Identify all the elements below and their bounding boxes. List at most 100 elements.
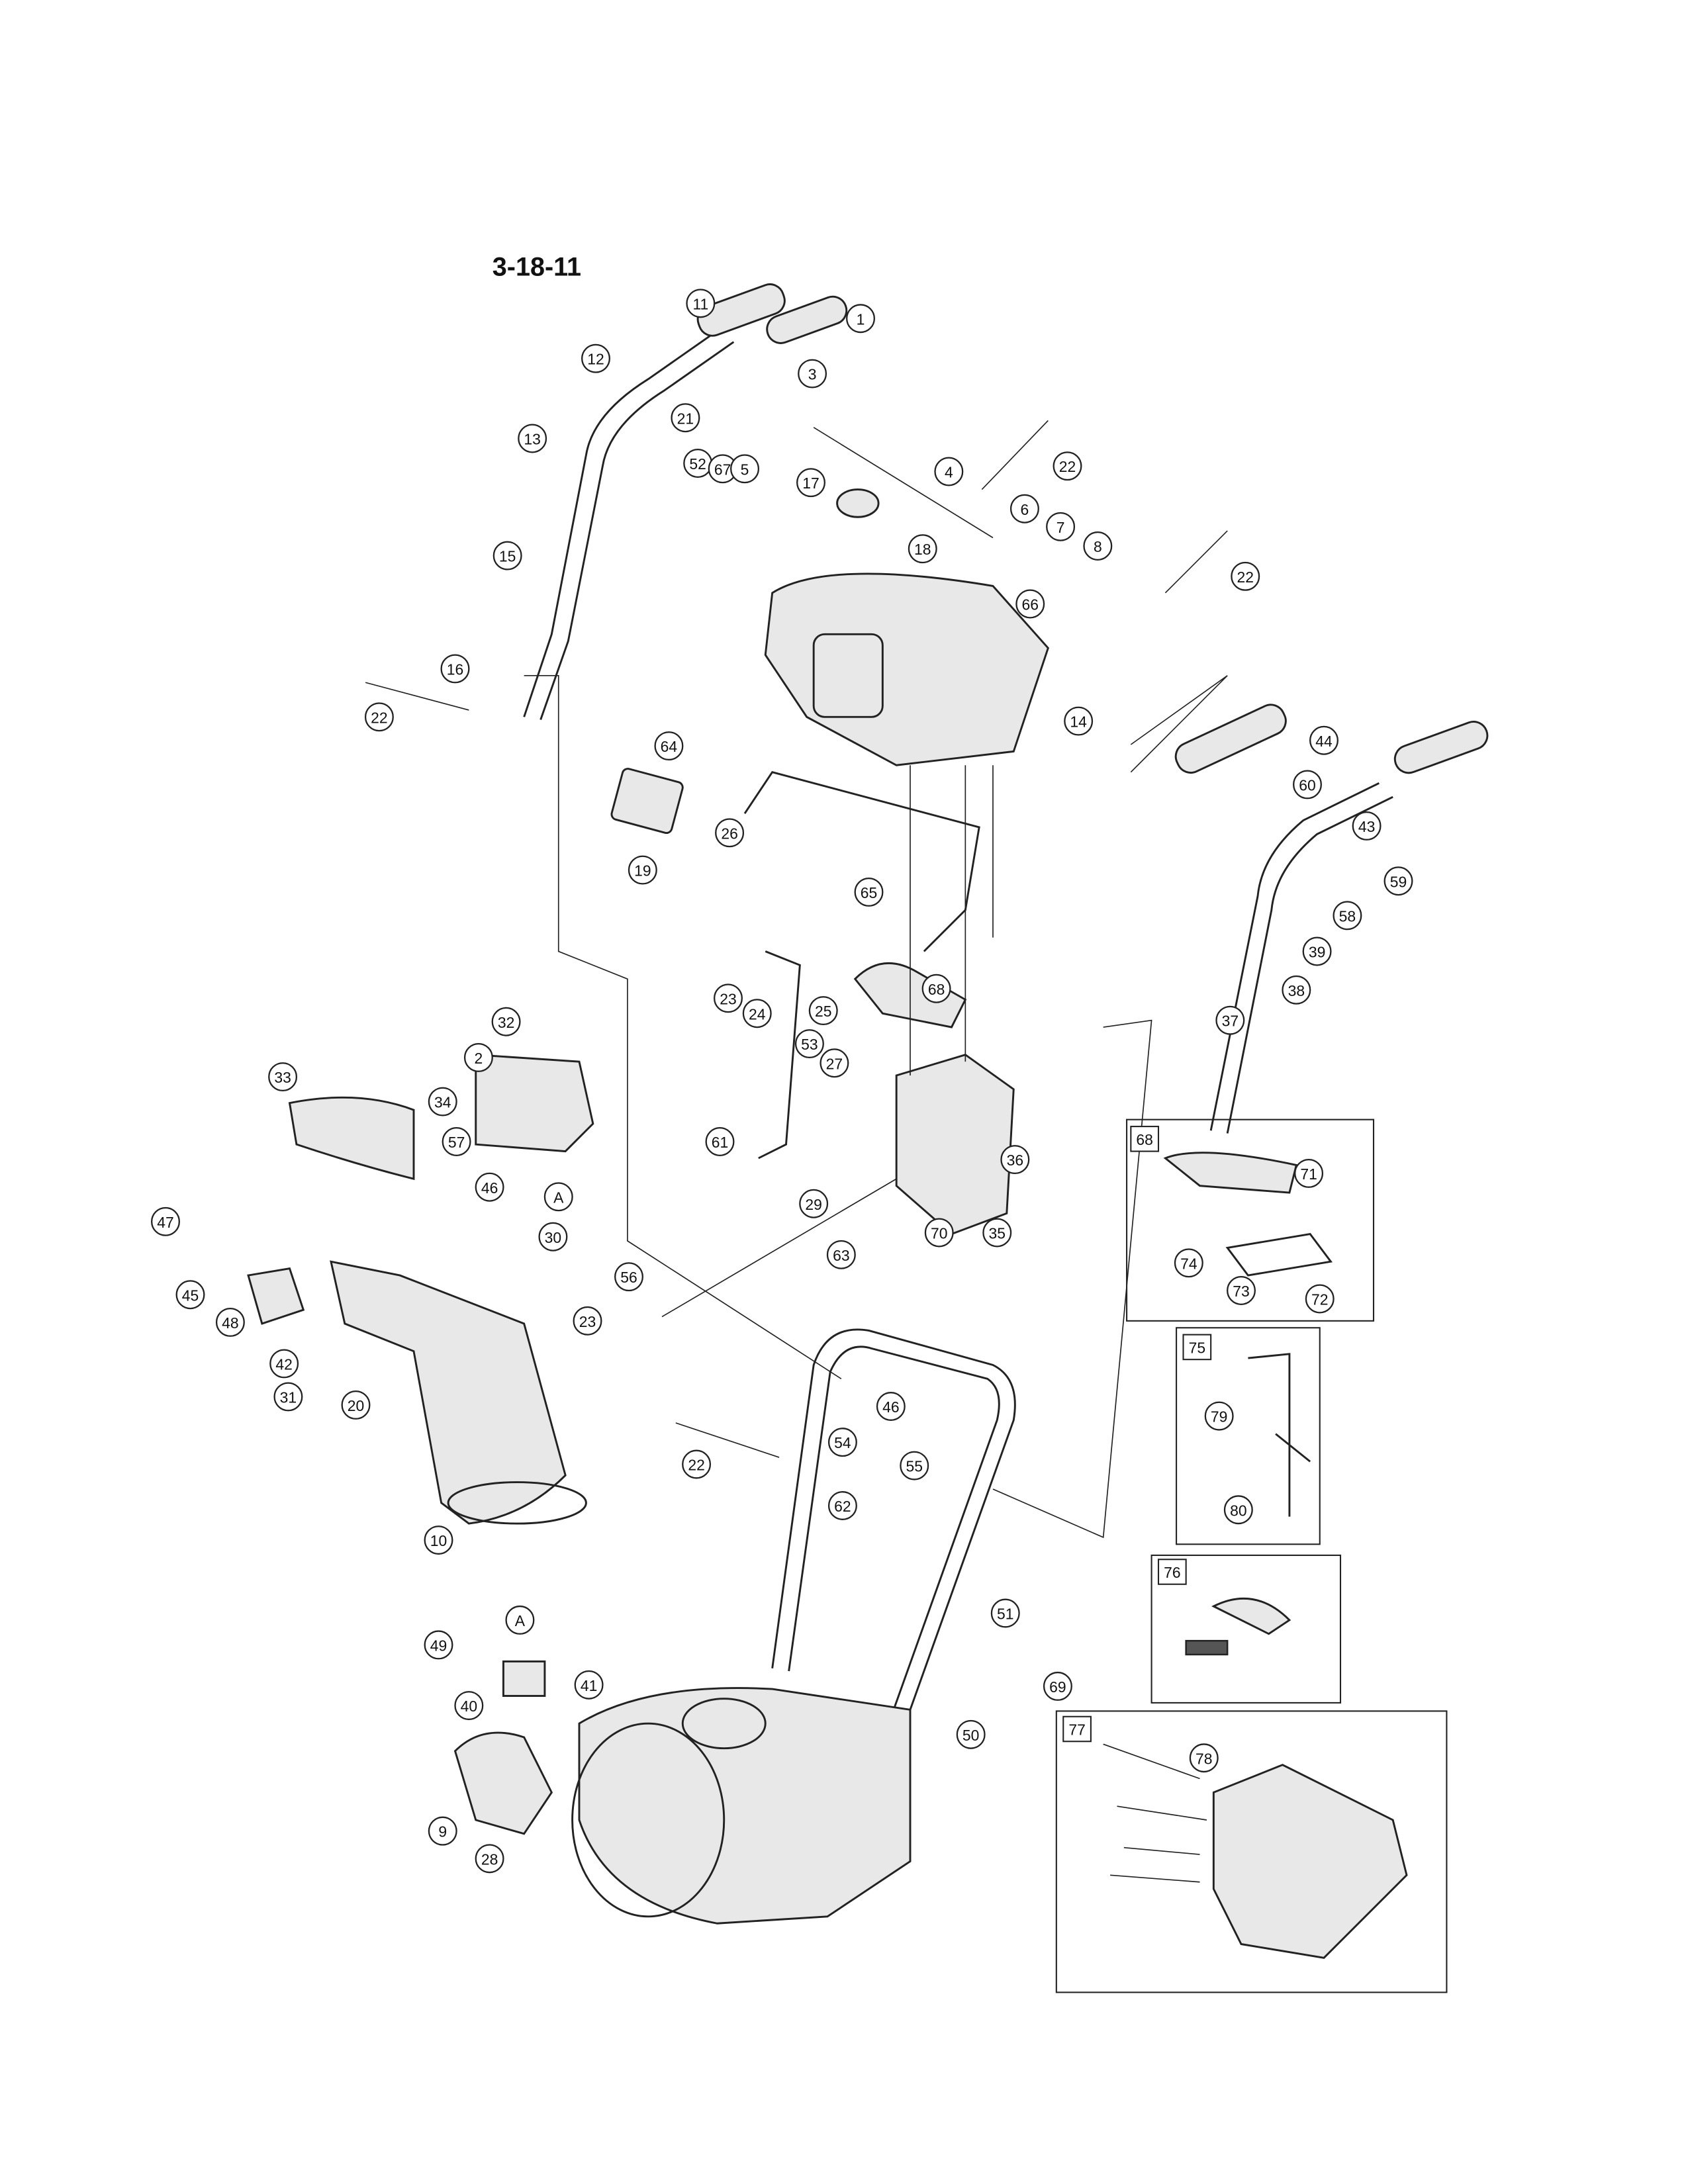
callout-number: 33 [274,1069,291,1086]
callout-number: 74 [1180,1255,1197,1272]
callout-circle [990,1598,1020,1628]
assembly-lines-vertical [910,765,994,1076]
callout-circle [924,1218,954,1248]
callout-circle [1189,1743,1219,1773]
callout-circle [1227,1276,1256,1305]
callout-circle [1009,494,1039,523]
callout-number: 68 [928,981,945,998]
callout-number: 45 [182,1287,199,1304]
callout-circle [1282,975,1311,1005]
callout-circle [705,1127,735,1156]
callout-circle [1064,706,1094,736]
callout-circle [808,996,838,1026]
callout-number: 70 [931,1225,947,1242]
callout-26: 26 [715,818,745,848]
callout-12: 12 [581,343,610,373]
callout-67: 67 [708,454,737,484]
bracket-25 [758,950,801,1160]
callout-47: 47 [151,1206,180,1236]
grip-44 [1174,704,1287,774]
callout-28: 28 [475,1844,504,1874]
callout-circle [424,1525,453,1555]
callout-circle [982,1218,1012,1248]
callout-number: 23 [579,1313,596,1330]
callout-circle [1309,725,1338,755]
callout-circle [1383,866,1413,896]
inset-box-75 [1176,1327,1321,1545]
callout-8: 8 [1083,531,1113,561]
callout-42: 42 [269,1349,299,1379]
callout-22: 22 [682,1449,712,1479]
callout-number: 4 [945,464,953,481]
callout-49: 49 [424,1630,453,1660]
callout-circle [475,1844,504,1874]
callout-1: 1 [846,304,875,334]
callout-68: 68 [921,974,951,1003]
callout-number: 29 [805,1196,821,1213]
callout-circle [475,1172,504,1202]
callout-38: 38 [1282,975,1311,1005]
callout-30: 30 [538,1222,568,1251]
callout-number: 21 [677,410,694,427]
inset-75-rod [1248,1353,1311,1517]
part-drawings [247,283,1489,1959]
callout-circle [518,424,547,453]
callout-number: 66 [1022,596,1039,614]
callout-number: 69 [1049,1678,1066,1696]
callout-circle [428,1087,457,1116]
callout-34: 34 [428,1087,457,1116]
callout-23: 23 [714,983,743,1013]
callout-circle [799,1189,829,1218]
chute-base-28 [453,1731,553,1835]
inset-76-part [1211,1598,1291,1635]
callout-15: 15 [492,541,522,570]
callout-number: 10 [430,1532,447,1549]
callout-55: 55 [900,1451,929,1480]
shift-rod [743,770,980,952]
callout-number: 43 [1358,818,1375,835]
callout-number: 24 [749,1005,766,1023]
callout-43: 43 [1352,811,1382,841]
callout-circle [798,359,827,388]
callout-number: 50 [962,1727,979,1744]
callout-number: 80 [1230,1502,1246,1519]
callout-number: 53 [801,1036,818,1053]
callout-circle [1223,1495,1253,1525]
knob [836,488,880,518]
callout-circle [1053,451,1082,481]
callout-number: 22 [1059,458,1076,475]
callout-number: 5 [741,461,749,478]
callout-number: 28 [481,1850,498,1868]
callout-number: 52 [689,455,706,473]
callout-50: 50 [956,1719,986,1749]
callout-circle [715,818,745,848]
callout-circle [1302,936,1332,966]
cover [610,768,684,835]
callout-14: 14 [1064,706,1094,736]
inset-76-fitting [1185,1639,1229,1656]
inset-boxes [1055,1118,1448,1993]
discharge-chute [330,1260,567,1525]
callout-51: 51 [990,1598,1020,1628]
callout-circle [1204,1401,1234,1431]
callout-number: 8 [1094,538,1102,555]
callout-22: 22 [1231,561,1260,591]
callout-circle [491,1007,521,1036]
handle-51 [771,1328,1016,1710]
chute-crank-48 [247,1267,305,1325]
callout-circle [1174,1248,1203,1278]
inset-77-pins [1103,1743,1207,1883]
callout-circle [454,1691,484,1721]
callout-number: 31 [280,1388,297,1406]
callout-number: 55 [906,1458,923,1475]
callout-circle [671,403,700,433]
callout-63: 63 [826,1240,856,1269]
callout-number: 17 [802,475,819,492]
callout-41: 41 [574,1670,604,1700]
callout-73: 73 [1227,1276,1256,1305]
callout-number: 72 [1311,1291,1328,1308]
right-handle [1209,782,1393,1134]
callout-number: 60 [1299,776,1315,794]
